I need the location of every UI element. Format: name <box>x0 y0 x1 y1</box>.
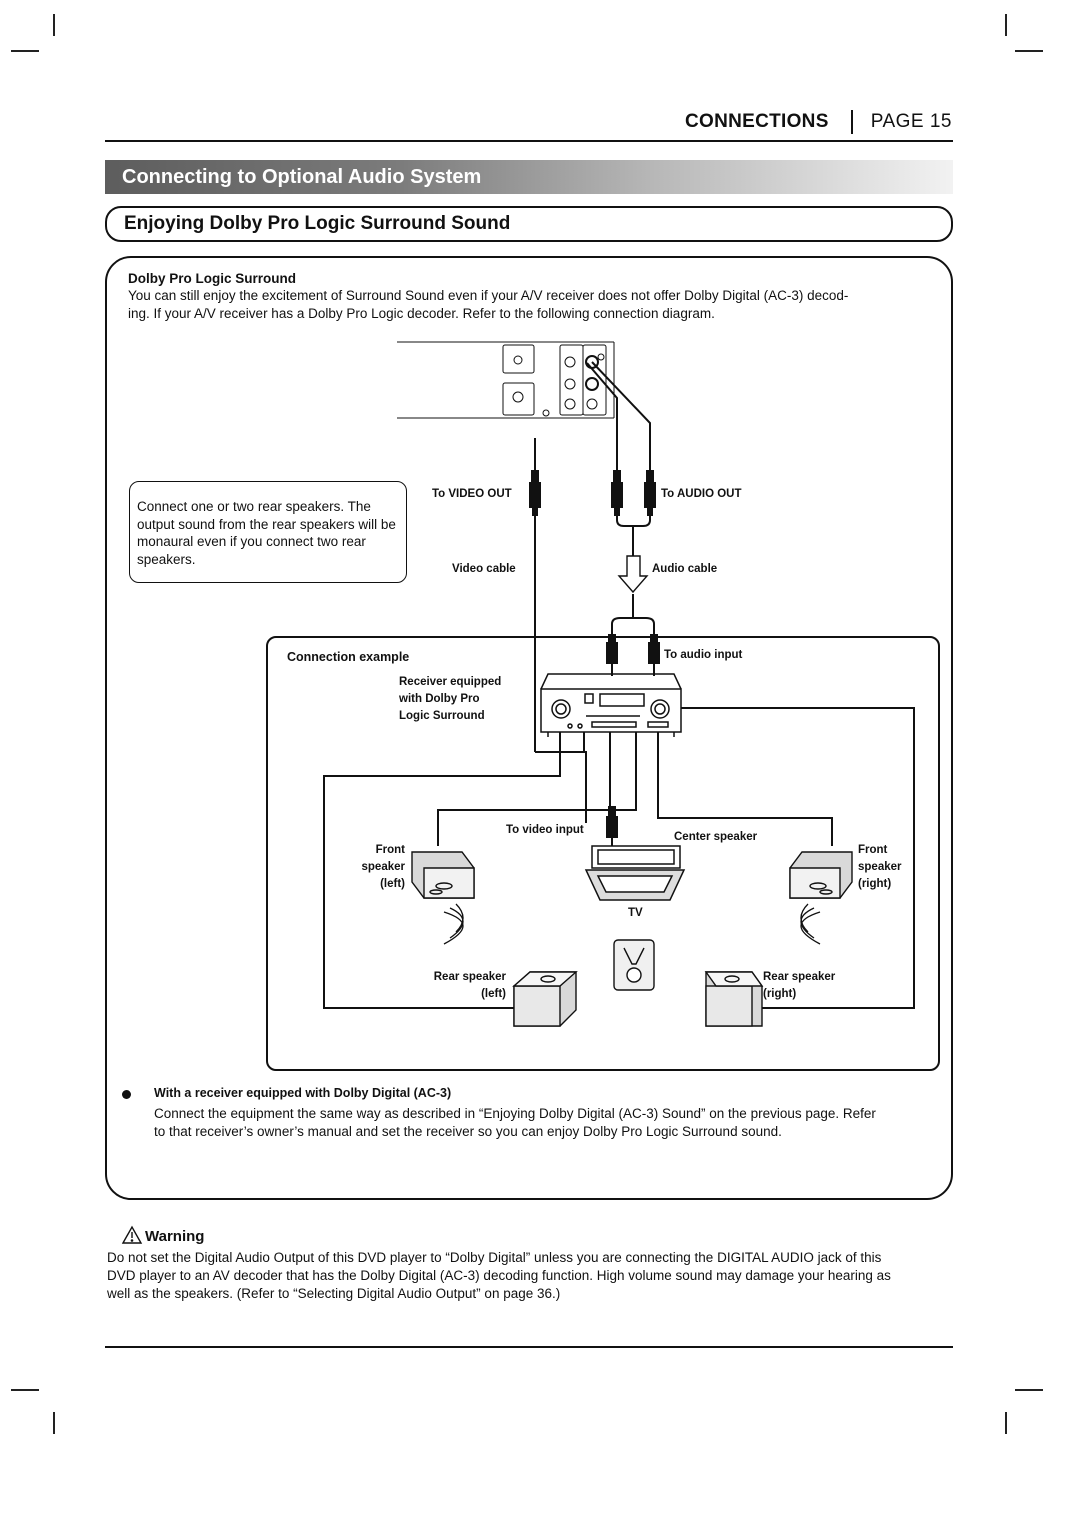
warning-line-2: DVD player to an AV decoder that has the… <box>107 1268 891 1283</box>
ac3-line-1: Connect the equipment the same way as de… <box>154 1106 876 1121</box>
page-number: PAGE 15 <box>870 111 952 132</box>
crop-mark <box>1005 14 1007 36</box>
audio-cable-lines <box>534 361 651 470</box>
audio-input-plugs <box>606 634 660 664</box>
section-band: Connecting to Optional Audio System <box>105 160 953 194</box>
crop-mark <box>1005 1412 1007 1434</box>
down-arrow-icon <box>617 555 649 594</box>
label-front-left-3: (left) <box>380 878 405 890</box>
rear-speaker-note: Connect one or two rear speakers. The ou… <box>129 481 407 583</box>
label-front-right-1: Front <box>858 844 888 856</box>
warning-triangle-icon <box>121 1225 143 1244</box>
label-front-left-1: Front <box>375 844 405 856</box>
section-title: CONNECTIONS <box>684 111 829 132</box>
video-plug <box>529 470 541 516</box>
rear-speaker-right-icon <box>704 971 764 1027</box>
warning-title: Warning <box>145 1228 205 1245</box>
ac3-heading: With a receiver equipped with Dolby Digi… <box>154 1086 452 1100</box>
sound-wave-icon <box>443 903 821 945</box>
video-input-plug <box>606 806 618 838</box>
note-text: Connect one or two rear speakers. The ou… <box>137 499 396 567</box>
warning-line-3: well as the speakers. (Refer to “Selecti… <box>107 1286 561 1301</box>
label-audio-cable: Audio cable <box>652 563 718 575</box>
speaker-wiring <box>323 707 915 1009</box>
front-speaker-right-icon <box>789 851 853 899</box>
front-speaker-left-icon <box>411 851 475 899</box>
listener-icon <box>613 939 655 991</box>
label-rear-right-1: Rear speaker <box>763 971 836 983</box>
header-rule <box>105 140 953 142</box>
bullet-icon <box>122 1090 131 1099</box>
label-front-left-2: speaker <box>361 861 405 873</box>
audio-plug-pair <box>611 470 656 516</box>
label-to-video-input: To video input <box>506 824 584 836</box>
footer-rule <box>105 1346 953 1348</box>
crop-mark <box>1015 1389 1043 1391</box>
label-receiver-2: with Dolby Pro <box>399 693 480 705</box>
label-connection-example: Connection example <box>287 650 410 664</box>
crop-mark <box>11 1389 39 1391</box>
band-title: Connecting to Optional Audio System <box>122 166 482 188</box>
label-to-video-out: To VIDEO OUT <box>432 488 512 500</box>
crop-mark <box>53 1412 55 1434</box>
label-rear-left-2: (left) <box>481 988 506 1000</box>
subheading-box: Enjoying Dolby Pro Logic Surround Sound <box>105 206 953 242</box>
intro-line-1: You can still enjoy the excitement of Su… <box>128 288 849 303</box>
label-to-audio-input: To audio input <box>664 649 743 661</box>
intro-heading: Dolby Pro Logic Surround <box>128 271 296 286</box>
crop-mark <box>53 14 55 36</box>
connection-example-box <box>266 636 940 1071</box>
label-to-audio-out: To AUDIO OUT <box>661 488 742 500</box>
header-divider <box>850 110 853 134</box>
crop-mark <box>11 50 39 52</box>
page-header: CONNECTIONS PAGE 15 <box>640 108 952 136</box>
label-tv: TV <box>628 907 643 919</box>
dvd-rear-panel <box>397 341 615 419</box>
label-center-speaker: Center speaker <box>674 831 758 843</box>
receiver-icon <box>540 673 682 737</box>
label-rear-right-2: (right) <box>763 988 797 1000</box>
subheading-title: Enjoying Dolby Pro Logic Surround Sound <box>124 213 511 234</box>
label-receiver-1: Receiver equipped <box>399 676 502 688</box>
crop-mark <box>1015 50 1043 52</box>
label-video-cable: Video cable <box>452 563 516 575</box>
warning-line-1: Do not set the Digital Audio Output of t… <box>107 1250 882 1265</box>
label-front-right-2: speaker <box>858 861 902 873</box>
label-rear-left-1: Rear speaker <box>433 971 506 983</box>
label-receiver-3: Logic Surround <box>399 710 485 722</box>
rear-speaker-left-icon <box>512 971 578 1027</box>
label-front-right-3: (right) <box>858 878 892 890</box>
content-box <box>105 256 953 1200</box>
tv-icon <box>584 845 686 901</box>
intro-line-2: ing. If your A/V receiver has a Dolby Pr… <box>128 306 715 321</box>
ac3-line-2: to that receiver’s owner’s manual and se… <box>154 1124 782 1139</box>
